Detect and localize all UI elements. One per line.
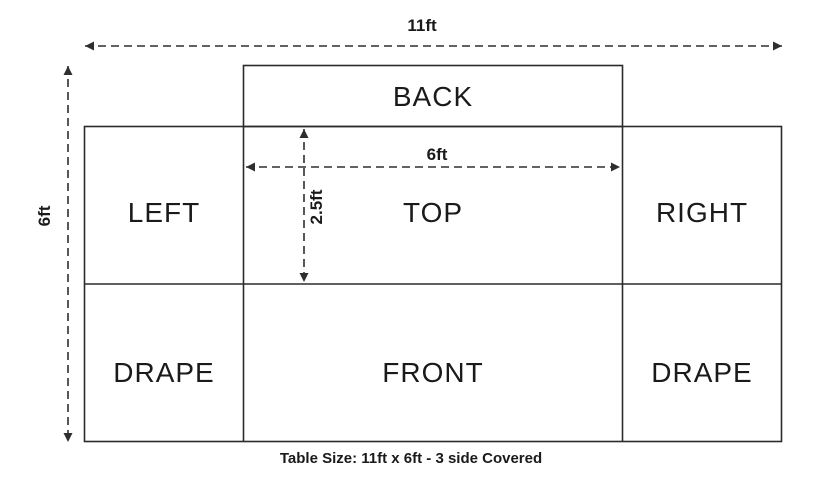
drape-right-panel-label: DRAPE [651, 357, 752, 388]
overall-width-label: 11ft [407, 16, 437, 35]
back-panel-label: BACK [393, 81, 473, 112]
back-panel-outline [242, 64, 624, 128]
overall-height-label: 6ft [35, 205, 54, 226]
front-panel-label: FRONT [382, 357, 483, 388]
top-width-label: 6ft [427, 145, 448, 164]
drape-left-panel-label: DRAPE [113, 357, 214, 388]
top-panel-label: TOP [403, 197, 463, 228]
right-panel-label: RIGHT [656, 197, 748, 228]
top-depth-label: 2.5ft [307, 189, 326, 224]
left-panel-label: LEFT [128, 197, 200, 228]
table-size-caption: Table Size: 11ft x 6ft - 3 side Covered [280, 450, 542, 467]
